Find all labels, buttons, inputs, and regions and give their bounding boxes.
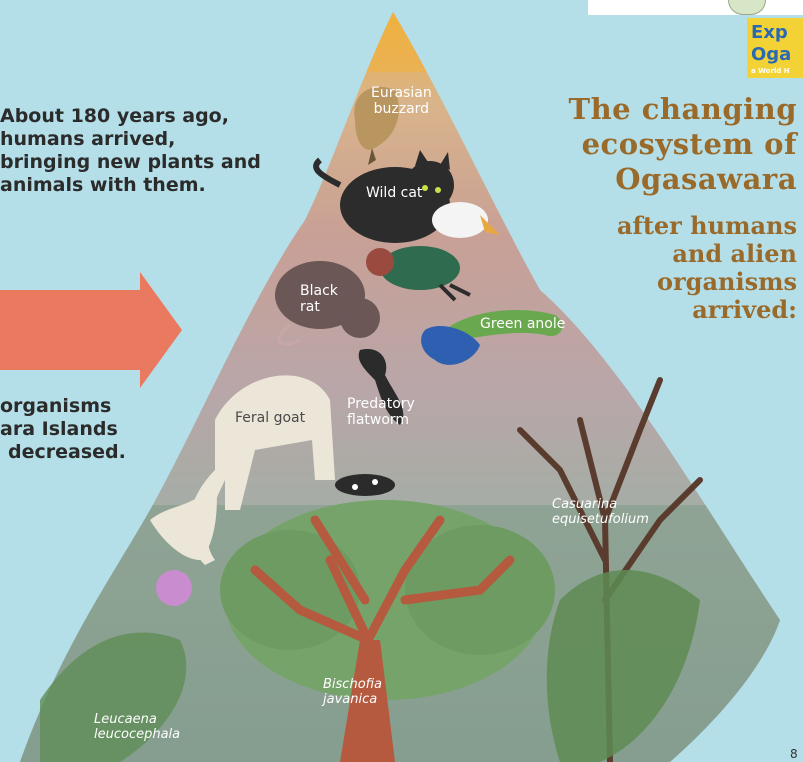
intro-text: About 180 years ago, humans arrived, bri… <box>0 105 261 197</box>
page-subtitle: after humans and alien organisms arrived… <box>617 212 797 324</box>
arrow-right-icon <box>0 272 182 388</box>
intro-line: bringing new plants and <box>0 151 261 174</box>
title-line: Ogasawara <box>569 162 797 197</box>
label-line: equisetufolium <box>552 512 649 527</box>
logo-line-2: Oga <box>751 44 791 65</box>
label-line: Predatory <box>347 396 415 412</box>
label-line: leucocephala <box>94 727 180 742</box>
label-bischofia: Bischofia javanica <box>323 677 382 707</box>
label-line: rat <box>300 299 338 315</box>
label-wild-cat: Wild cat <box>366 185 422 201</box>
label-black-rat: Black rat <box>300 283 338 315</box>
label-feral-goat: Feral goat <box>235 410 305 426</box>
page-number: 8 <box>790 747 798 761</box>
label-casuarina: Casuarina equisetufolium <box>552 497 649 527</box>
beetle <box>335 474 395 496</box>
header-card <box>588 0 803 15</box>
label-line: Casuarina <box>552 497 649 512</box>
label-line: Eurasian <box>371 85 432 101</box>
label-predatory-flatworm: Predatory flatworm <box>347 396 415 428</box>
label-green-anole: Green anole <box>480 316 565 332</box>
subtitle-line: arrived: <box>617 296 797 324</box>
label-line: javanica <box>323 692 382 707</box>
label-line: Black <box>300 283 338 299</box>
outro-line: organisms <box>0 395 126 418</box>
label-line: Bischofia <box>323 677 382 692</box>
page-title: The changing ecosystem of Ogasawara <box>569 92 797 197</box>
expo-logo: Exp Oga a World H <box>747 18 803 78</box>
logo-line-3: a World H <box>751 67 790 75</box>
label-line: Leucaena <box>94 712 180 727</box>
subtitle-line: and alien <box>617 240 797 268</box>
title-line: The changing <box>569 92 797 127</box>
logo-line-1: Exp <box>751 22 788 43</box>
intro-line: animals with them. <box>0 174 261 197</box>
intro-line: humans arrived, <box>0 128 261 151</box>
title-line: ecosystem of <box>569 127 797 162</box>
intro-line: About 180 years ago, <box>0 105 261 128</box>
label-line: buzzard <box>371 101 432 117</box>
label-leucaena: Leucaena leucocephala <box>94 712 180 742</box>
outro-text: organisms ara Islands decreased. <box>0 395 126 464</box>
subtitle-line: after humans <box>617 212 797 240</box>
outro-line: ara Islands <box>0 418 126 441</box>
subtitle-line: organisms <box>617 268 797 296</box>
label-line: flatworm <box>347 412 415 428</box>
label-eurasian-buzzard: Eurasian buzzard <box>371 85 432 117</box>
outro-line: decreased. <box>0 441 126 464</box>
